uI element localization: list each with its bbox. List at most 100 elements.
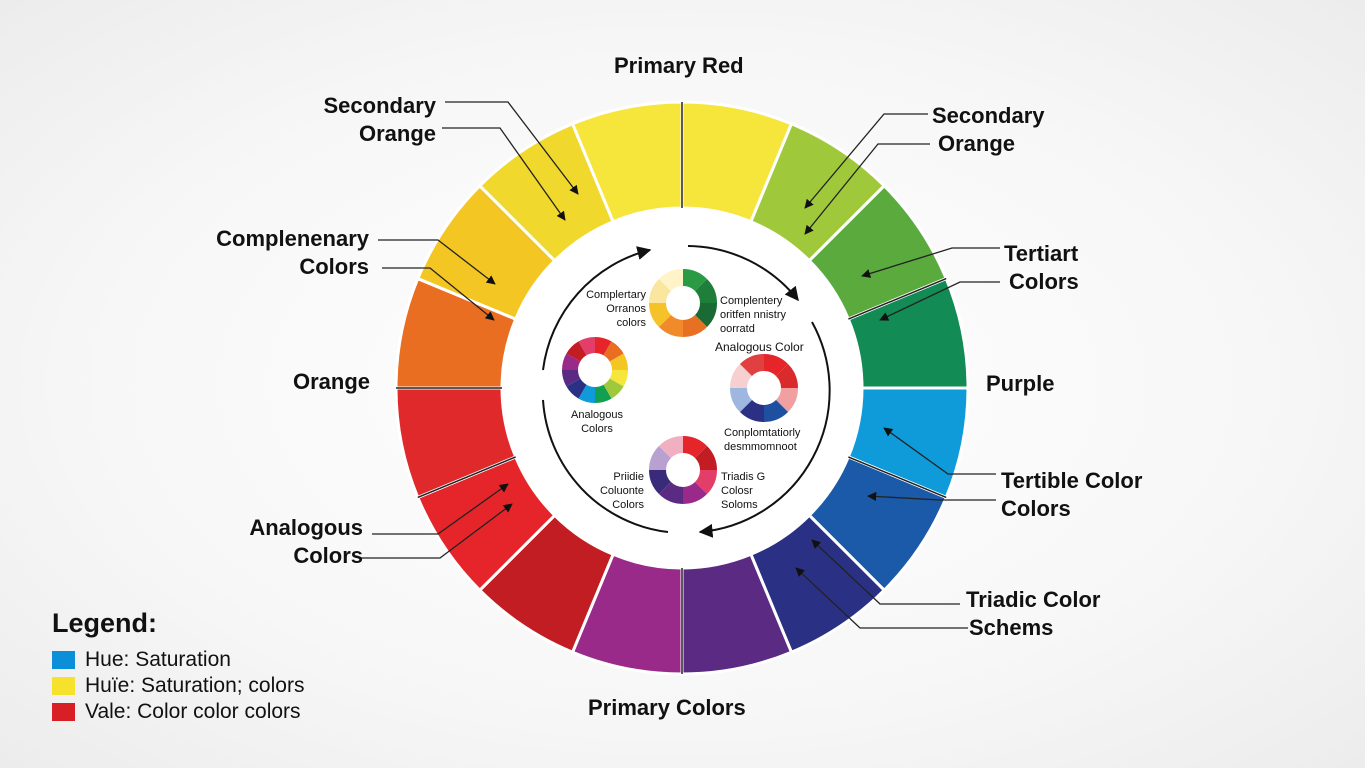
label-line: Schems <box>969 615 1054 640</box>
mini-wheel-complementary <box>649 269 717 337</box>
mini-wheel-segment <box>566 341 587 362</box>
mini-wheel-segment <box>695 470 717 495</box>
label-line: desmmomnoot <box>724 441 797 453</box>
label-secondary-orange-left: Secondary Orange <box>300 92 437 148</box>
label-line: Tertiart <box>1004 241 1079 266</box>
label-purple: Purple <box>986 371 1055 396</box>
legend-item: Vale: Color color colors <box>52 700 301 724</box>
mini-wheel-segment <box>649 278 671 303</box>
center-label-complementary: Complertary Orranos colors <box>574 288 646 330</box>
label-line: colors <box>616 317 646 329</box>
segment-divider <box>848 456 947 499</box>
label-triadic-color-schemes: Triadic Color Schems <box>966 586 1100 642</box>
label-line: oorratd <box>720 323 755 335</box>
label-line: Orange <box>938 131 1016 156</box>
label-line: Colors <box>1009 269 1079 294</box>
label-line: Complertary <box>586 289 646 301</box>
center-label-complementary-lower: Conplomtatiorly desmmomnoot <box>724 426 800 454</box>
legend-label: Vale: Color color colors <box>85 700 301 723</box>
mini-wheel-segment <box>739 400 764 422</box>
label-line: Triadis G <box>721 471 766 483</box>
label-line: Secondary <box>323 93 437 118</box>
label-line: Colors <box>299 254 369 279</box>
label-tertiary-colors: Tertiart Colors <box>1004 240 1079 296</box>
label-line: Triadic Color <box>966 587 1101 612</box>
mini-wheel-segment <box>562 353 581 370</box>
center-cycle-arrows <box>542 245 831 538</box>
label-line: Analogous <box>249 515 363 540</box>
mini-wheel-analogous-color <box>730 354 798 422</box>
mini-wheel-segment <box>695 303 717 328</box>
wheel-center-disc <box>502 208 862 568</box>
label-complementary-colors: Complenenary Colors <box>190 225 369 281</box>
mini-wheel-segment <box>776 388 798 413</box>
mini-wheel-triadic <box>649 436 717 504</box>
label-line: Analogous <box>571 409 623 421</box>
legend-title: Legend: <box>52 608 157 638</box>
mini-wheel-segment <box>683 269 708 291</box>
label-orange: Orange <box>293 369 371 394</box>
label-line: Complentery <box>720 295 783 307</box>
mini-wheels <box>562 269 798 504</box>
mini-wheel-segment <box>695 278 717 303</box>
mini-wheel-segment <box>658 269 683 291</box>
mini-wheel-segment <box>578 384 595 403</box>
label-line: Colors <box>612 499 644 511</box>
legend-swatch <box>52 651 75 669</box>
label-line: Conplomtatiorly <box>724 427 801 439</box>
mini-wheel-segment <box>649 470 671 495</box>
label-line: Orranos <box>606 303 646 315</box>
label-line: Coluonte <box>599 485 644 497</box>
mini-wheel-segment <box>609 370 628 387</box>
mini-wheel-segment <box>649 303 671 328</box>
label-line: Priidie <box>613 471 644 483</box>
label-line: Complenenary <box>216 226 369 251</box>
mini-wheel-segment <box>683 315 708 337</box>
label-line: Colosr <box>721 485 753 497</box>
label-line: oritfen nnistry <box>720 309 787 321</box>
callout-leader-lines <box>358 101 1000 629</box>
mini-wheel-segment <box>603 378 624 399</box>
mini-wheel-segment <box>649 445 671 470</box>
label-line: Colors <box>293 543 363 568</box>
mini-wheel-segment <box>658 315 683 337</box>
label-line: Tertible Color <box>1001 468 1143 493</box>
mini-wheel-segment <box>730 363 752 388</box>
mini-wheel-segment <box>603 341 624 362</box>
label-line: Colors <box>1001 496 1071 521</box>
center-label-analogous-color: Analogous Color <box>715 340 804 354</box>
mini-wheel-segment <box>776 363 798 388</box>
legend-label: Hue: Saturation <box>85 648 231 671</box>
mini-wheel-segment <box>683 436 708 458</box>
center-label-primary: Priidie Coluonte Colors <box>586 470 644 512</box>
label-line: Soloms <box>721 499 758 511</box>
mini-wheel-segment <box>658 436 683 458</box>
segment-divider <box>848 277 947 320</box>
label-primary-red: Primary Red <box>614 53 744 78</box>
mini-wheel-segment <box>595 337 612 356</box>
legend-swatch <box>52 703 75 721</box>
mini-wheel-segment <box>730 388 752 413</box>
label-analogous-colors: Analogous Colors <box>220 514 363 570</box>
mini-wheel-segment <box>658 482 683 504</box>
mini-wheel-segment <box>764 400 789 422</box>
mini-wheel-segment <box>695 445 717 470</box>
center-label-analogous: Analogous Colors <box>562 408 632 436</box>
legend-swatch <box>52 677 75 695</box>
mini-wheel-segment <box>739 354 764 376</box>
mini-wheel-segment <box>578 337 595 356</box>
mini-wheel-segment <box>683 482 708 504</box>
legend-label: Huïe: Saturation; colors <box>85 674 305 697</box>
label-tertible-colors: Tertible Color Colors <box>1001 467 1142 523</box>
label-line: Orange <box>358 121 436 146</box>
center-label-triadic: Triadis G Colosr Soloms <box>721 470 765 512</box>
center-label-complementary-right: Complentery oritfen nnistry oorratd <box>720 294 786 336</box>
legend-item: Hue: Saturation <box>52 648 231 672</box>
label-primary-colors: Primary Colors <box>588 695 746 720</box>
wheel-segments <box>394 100 970 676</box>
label-secondary-orange-right: Secondary Orange <box>932 102 1045 158</box>
mini-wheel-analogous <box>562 337 628 403</box>
mini-wheel-segment <box>764 354 789 376</box>
mini-wheel-segment <box>609 353 628 370</box>
